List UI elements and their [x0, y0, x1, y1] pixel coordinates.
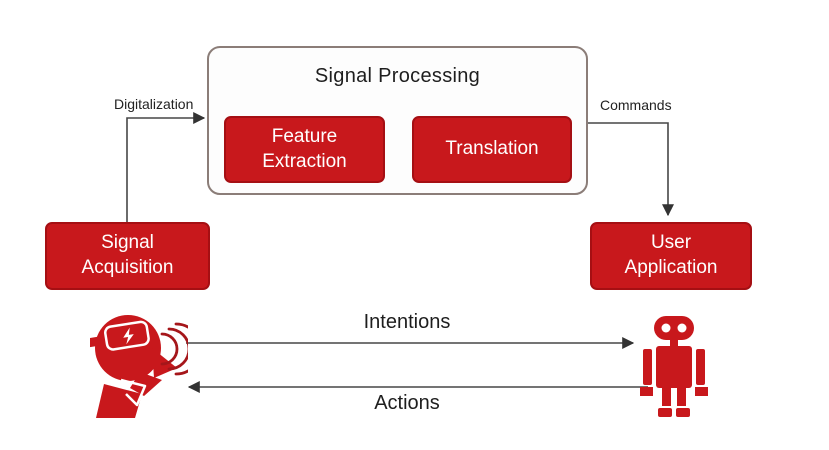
- translation-box: Translation: [412, 116, 572, 183]
- robot-body: [656, 346, 692, 388]
- commands-arrow: [588, 122, 674, 217]
- signal-waves-icon: [160, 322, 188, 376]
- robot-arm-left: [643, 349, 652, 385]
- robot-arm-right: [696, 349, 705, 385]
- robot-head: [654, 316, 694, 340]
- intentions-label: Intentions: [363, 311, 451, 333]
- feature-extraction-label: Feature Extraction: [262, 125, 347, 172]
- digitalization-label: Digitalization: [114, 96, 194, 112]
- user-application-label: User Application: [624, 232, 718, 278]
- robot-hand-right: [695, 387, 708, 396]
- robot-foot-left: [658, 408, 672, 417]
- user-head-icon: [90, 315, 188, 418]
- signal-processing-title: Signal Processing: [314, 65, 481, 87]
- signal-acquisition-box: Signal Acquisition: [45, 222, 210, 290]
- feature-extraction-box: Feature Extraction: [224, 116, 385, 183]
- signal-acquisition-label: Signal Acquisition: [81, 232, 174, 278]
- robot-neck: [670, 340, 678, 346]
- robot-eye-left: [661, 323, 671, 333]
- robot-icon: [640, 316, 708, 417]
- headset-device: [90, 320, 150, 351]
- user-application-box: User Application: [590, 222, 752, 290]
- robot-leg-left: [662, 388, 671, 406]
- robot-hand-left: [640, 387, 653, 396]
- robot-foot-right: [676, 408, 690, 417]
- digitalization-arrow: [126, 112, 206, 222]
- translation-label: Translation: [445, 138, 539, 160]
- robot-eye-right: [677, 323, 687, 333]
- robot-leg-right: [677, 388, 686, 406]
- actions-label: Actions: [374, 392, 440, 414]
- commands-label: Commands: [600, 97, 672, 113]
